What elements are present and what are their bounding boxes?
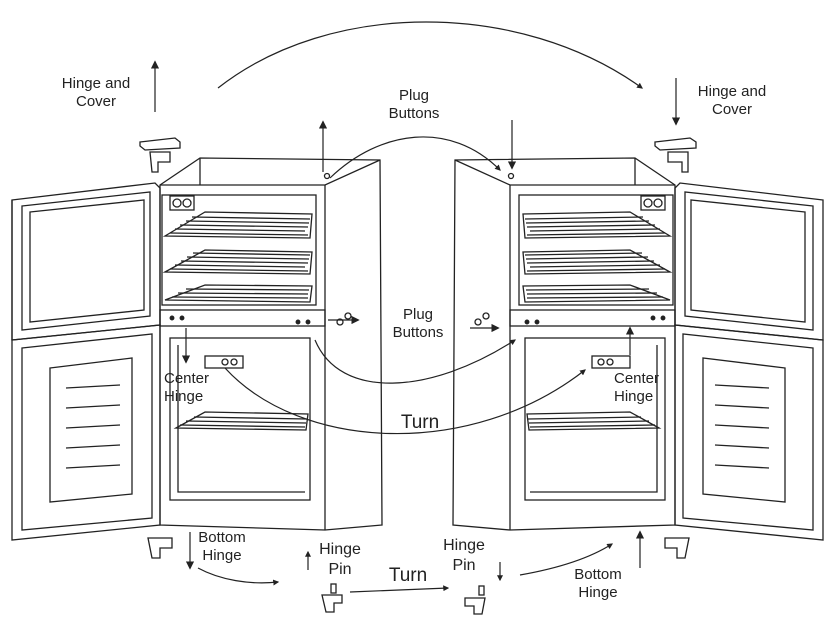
left-hinge-cover xyxy=(139,137,181,151)
label-hinge-and-cover-right: Hinge and Cover xyxy=(697,83,767,118)
right-top-hinge xyxy=(667,151,689,173)
right-bottom-hinge xyxy=(664,537,690,559)
label-bottom-hinge-right: Bottom Hinge xyxy=(574,566,622,601)
label-hinge-pin-left: Hinge Pin xyxy=(319,541,361,578)
hinge-pin-left-part xyxy=(321,594,343,613)
label-hinge-pin-right: Hinge Pin xyxy=(443,537,485,574)
label-center-hinge-right: Center Hinge xyxy=(614,370,660,405)
label-plug-buttons-middle: Plug Buttons xyxy=(392,306,444,341)
label-plug-buttons-top: Plug Buttons xyxy=(388,87,440,122)
left-top-hinge xyxy=(149,151,171,173)
right-hinge-cover xyxy=(654,137,697,151)
hinge-pin-right-part xyxy=(464,597,486,615)
right-lower-door xyxy=(674,324,824,541)
right-fridge xyxy=(452,157,824,541)
left-center-hinge xyxy=(204,355,244,369)
label-turn-middle: Turn xyxy=(400,412,440,433)
label-turn-bottom: Turn xyxy=(388,565,428,586)
label-bottom-hinge-left: Bottom Hinge xyxy=(198,529,246,564)
right-center-hinge xyxy=(591,355,631,369)
label-hinge-and-cover-left: Hinge and Cover xyxy=(61,75,131,110)
left-upper-shelves xyxy=(162,211,313,303)
right-upper-door xyxy=(674,182,824,341)
flow-arrows xyxy=(150,21,681,593)
left-lower-door xyxy=(11,324,161,541)
left-upper-door xyxy=(11,182,161,341)
label-center-hinge-left: Center Hinge xyxy=(164,370,210,405)
right-upper-shelves xyxy=(522,211,673,303)
left-bottom-hinge xyxy=(147,537,173,559)
left-fridge xyxy=(11,157,383,541)
